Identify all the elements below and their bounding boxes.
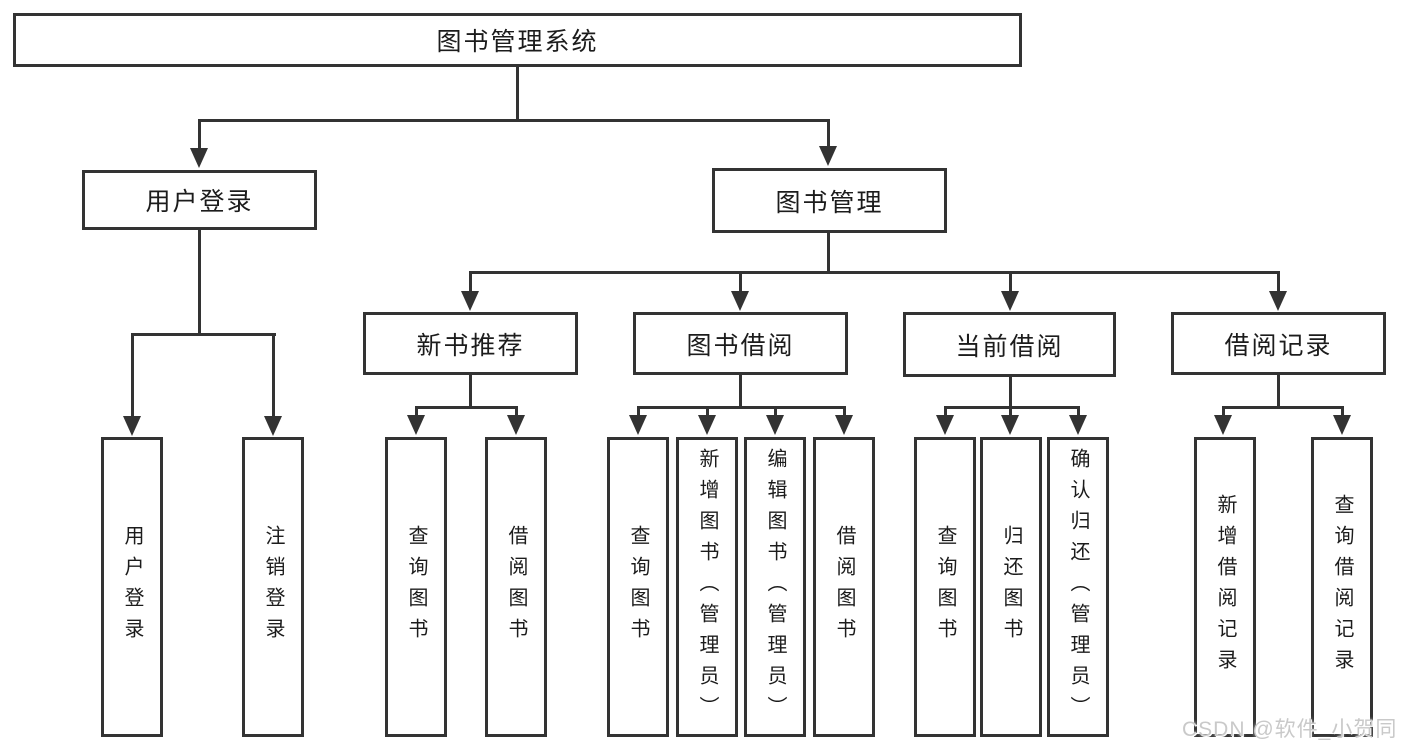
connector-current-split xyxy=(944,406,1080,409)
connector-stem-book-management xyxy=(827,121,830,148)
connector-newbook-stub xyxy=(469,374,472,407)
connector-stem-borrow xyxy=(739,273,742,293)
leaf-add-book-admin: 新增图书（管理员） xyxy=(676,437,738,737)
connector-stem-user-login xyxy=(198,121,201,150)
connector-stem-leaf xyxy=(272,335,275,417)
connector-stem-current xyxy=(1009,273,1012,293)
node-user-login: 用户登录 xyxy=(82,170,317,230)
connector-user-login-split xyxy=(131,333,276,336)
connector-stem-leaf xyxy=(415,408,418,417)
connector-current-stub xyxy=(1009,374,1012,407)
node-current-borrow: 当前借阅 xyxy=(903,312,1116,377)
leaf-user-login: 用户登录 xyxy=(101,437,163,737)
arrow-down-icon xyxy=(1001,291,1019,311)
connector-user-login-stub xyxy=(198,228,201,335)
arrow-down-icon xyxy=(936,415,954,435)
arrow-down-icon xyxy=(698,415,716,435)
leaf-edit-book-admin: 编辑图书（管理员） xyxy=(744,437,806,737)
connector-level3-line xyxy=(469,271,1280,274)
arrow-down-icon xyxy=(123,416,141,436)
connector-stem-records xyxy=(1277,273,1280,293)
connector-records-stub xyxy=(1277,374,1280,407)
arrow-down-icon xyxy=(1269,291,1287,311)
leaf-query-books-recommend: 查询图书 xyxy=(385,437,447,737)
connector-stem-leaf xyxy=(843,408,846,417)
node-book-borrow: 图书借阅 xyxy=(633,312,848,375)
arrow-down-icon xyxy=(1001,415,1019,435)
csdn-watermark: CSDN @软件_小贺同学 xyxy=(1182,718,1398,741)
connector-newbook-split xyxy=(415,406,518,409)
leaf-borrow-books: 借阅图书 xyxy=(813,437,875,737)
arrow-down-icon xyxy=(507,415,525,435)
arrow-down-icon xyxy=(264,416,282,436)
connector-stem-leaf xyxy=(1341,408,1344,417)
arrow-down-icon xyxy=(731,291,749,311)
connector-stem-leaf xyxy=(1077,408,1080,417)
connector-stem-leaf xyxy=(774,408,777,417)
connector-stem-newbook xyxy=(469,273,472,293)
arrow-down-icon xyxy=(835,415,853,435)
connector-stem-leaf xyxy=(637,408,640,417)
node-book-management: 图书管理 xyxy=(712,168,947,233)
leaf-query-books-current: 查询图书 xyxy=(914,437,976,737)
connector-stem-leaf xyxy=(944,408,947,417)
leaf-borrow-books-recommend: 借阅图书 xyxy=(485,437,547,737)
node-new-book-recommend: 新书推荐 xyxy=(363,312,578,375)
connector-records-split xyxy=(1222,406,1344,409)
connector-stem-leaf xyxy=(515,408,518,417)
leaf-add-borrow-record: 新增借阅记录 xyxy=(1194,437,1256,737)
node-root-library-system: 图书管理系统 xyxy=(13,13,1022,67)
arrow-down-icon xyxy=(190,148,208,168)
leaf-query-books-borrow: 查询图书 xyxy=(607,437,669,737)
connector-root-stub xyxy=(516,66,519,121)
arrow-down-icon xyxy=(461,291,479,311)
arrow-down-icon xyxy=(629,415,647,435)
connector-stem-leaf xyxy=(1009,408,1012,417)
arrow-down-icon xyxy=(1214,415,1232,435)
connector-borrow-stub xyxy=(739,374,742,407)
arrow-down-icon xyxy=(407,415,425,435)
leaf-confirm-return-admin: 确认归还（管理员） xyxy=(1047,437,1109,737)
connector-book-management-stub xyxy=(827,231,830,273)
leaf-return-book: 归还图书 xyxy=(980,437,1042,737)
connector-stem-leaf xyxy=(131,335,134,417)
node-borrow-records: 借阅记录 xyxy=(1171,312,1386,375)
arrow-down-icon xyxy=(1333,415,1351,435)
arrow-down-icon xyxy=(1069,415,1087,435)
leaf-logout: 注销登录 xyxy=(242,437,304,737)
connector-level2-line xyxy=(198,119,830,122)
leaf-query-borrow-record: 查询借阅记录 xyxy=(1311,437,1373,737)
connector-stem-leaf xyxy=(1222,408,1225,417)
arrow-down-icon xyxy=(766,415,784,435)
connector-stem-leaf xyxy=(706,408,709,417)
connector-borrow-split xyxy=(637,406,846,409)
arrow-down-icon xyxy=(819,146,837,166)
